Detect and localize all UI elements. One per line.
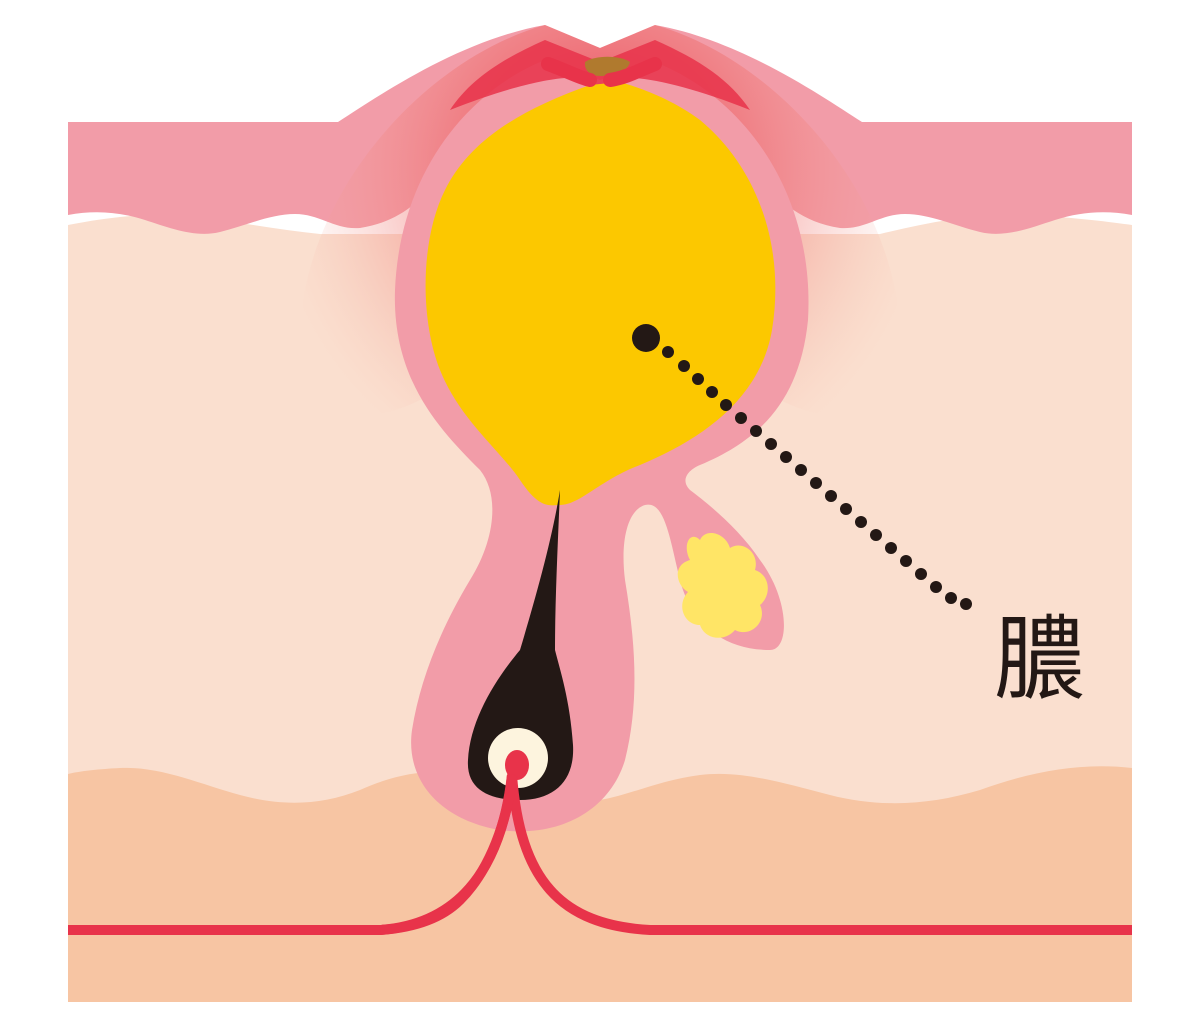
dermal-papilla — [505, 750, 529, 780]
leader-anchor-dot — [632, 324, 660, 352]
sebaceous-gland — [677, 533, 768, 638]
blood-vessel-left-branch — [379, 774, 517, 935]
pus-pocket — [425, 82, 776, 506]
hair-shaft-icon — [467, 490, 574, 800]
leader-line — [632, 324, 972, 610]
pus-label: 膿 — [993, 606, 1086, 713]
pore-lips — [541, 57, 662, 87]
